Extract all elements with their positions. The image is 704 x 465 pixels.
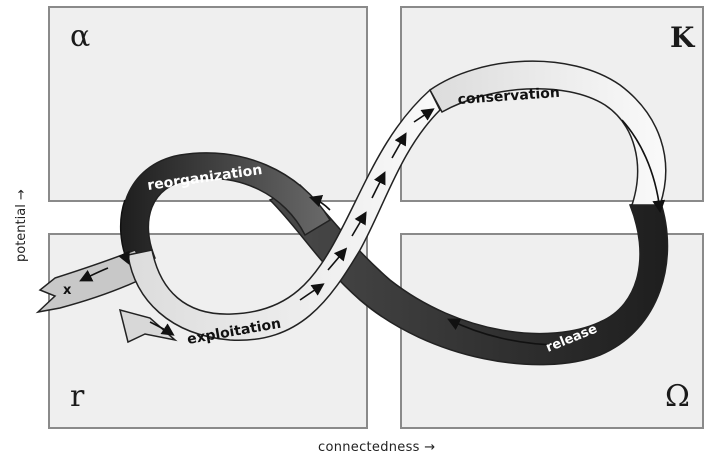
conservation-band xyxy=(429,60,667,206)
label-exit-x: x xyxy=(63,283,72,298)
corner-label-omega: Ω xyxy=(665,379,690,414)
label-conservation: conservation xyxy=(457,85,560,108)
corner-label-k: K xyxy=(670,21,695,54)
corner-label-alpha: α xyxy=(70,19,91,54)
flow-arrows xyxy=(79,108,666,346)
x-axis-label: connectedness → xyxy=(318,440,436,455)
y-axis-label: potential → xyxy=(14,189,29,262)
corner-label-r: r xyxy=(70,379,85,414)
exit-ribbon xyxy=(35,249,152,314)
